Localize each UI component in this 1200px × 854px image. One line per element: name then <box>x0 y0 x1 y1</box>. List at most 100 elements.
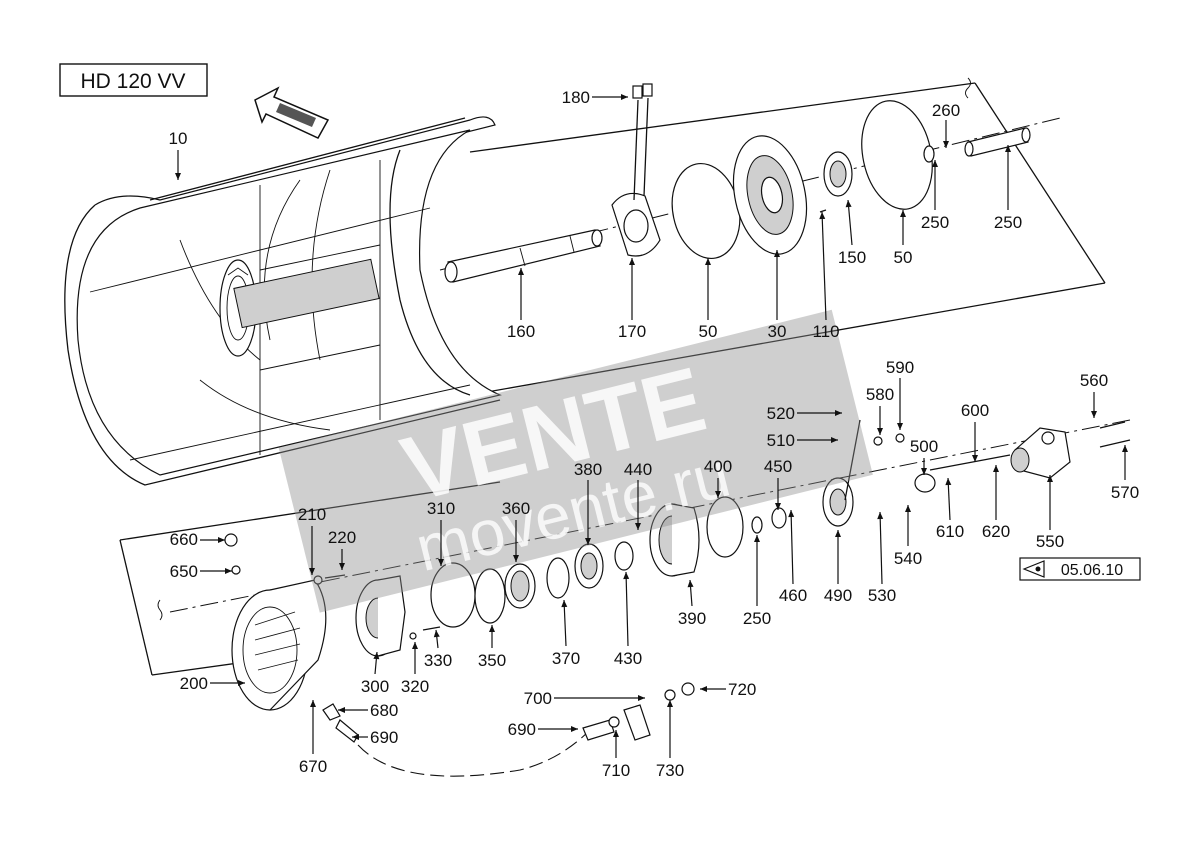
part-number-label: 200 <box>180 674 208 693</box>
leader-arrowhead <box>225 568 232 574</box>
part-number-label: 550 <box>1036 532 1064 551</box>
date-label: 05.06.10 <box>1061 562 1123 579</box>
part-number-label: 730 <box>656 761 684 780</box>
leader-arrowhead <box>667 700 673 707</box>
part-number-label: 700 <box>524 689 552 708</box>
leader-arrowhead <box>373 652 380 660</box>
leader-arrowhead <box>943 141 949 148</box>
bolt-560 <box>1099 421 1126 429</box>
part-number-label: 660 <box>170 530 198 549</box>
part-number-label: 570 <box>1111 483 1139 502</box>
leader-arrowhead <box>635 523 641 530</box>
bolts-180 <box>632 83 653 201</box>
leader-arrowhead <box>310 700 316 707</box>
part-number-label: 680 <box>370 701 398 720</box>
part-number-label: 250 <box>994 213 1022 232</box>
ring-370 <box>546 557 570 599</box>
leader-line <box>947 477 951 521</box>
part-number-label: 690 <box>370 728 398 747</box>
part-number-label: 50 <box>699 322 718 341</box>
leader-arrowhead <box>877 428 883 435</box>
leader-arrowhead <box>897 423 903 430</box>
leader-line <box>563 599 567 647</box>
part-number-label: 460 <box>779 586 807 605</box>
leader-arrowhead <box>831 437 838 443</box>
leader-arrowhead <box>932 160 938 167</box>
leader-arrowhead <box>921 468 927 475</box>
leader-arrowhead <box>518 268 524 275</box>
leader-arrowhead <box>945 478 952 486</box>
leader-arrowhead <box>1091 411 1097 418</box>
model-title-box: HD 120 VV <box>59 63 208 97</box>
part-number-label: 690 <box>508 720 536 739</box>
date-flag-icon <box>1022 560 1045 578</box>
part-number-label: 540 <box>894 549 922 568</box>
washer-430 <box>614 541 634 571</box>
part-number-label: 180 <box>562 88 590 107</box>
leader-arrowhead <box>700 686 707 692</box>
flange-housing-200 <box>231 579 327 711</box>
part-number-label: 610 <box>936 522 964 541</box>
part-number-label: 490 <box>824 586 852 605</box>
coupling-450 <box>771 507 787 529</box>
model-title: HD 120 VV <box>80 70 185 93</box>
leader-arrowhead <box>1122 445 1128 452</box>
leader-arrowhead <box>993 465 999 472</box>
part-number-label: 530 <box>868 586 896 605</box>
part-number-label: 250 <box>921 213 949 232</box>
part-number-label: 350 <box>478 651 506 670</box>
leader-arrowhead <box>1005 145 1011 152</box>
leader-arrowhead <box>218 537 225 543</box>
leader-arrowhead <box>775 503 781 510</box>
oring-400 <box>706 496 744 558</box>
housing-390 <box>649 503 700 577</box>
leader-arrowhead <box>585 538 591 545</box>
part-number-label: 10 <box>169 129 188 148</box>
part-number-label: 670 <box>299 757 327 776</box>
leader-line <box>879 511 883 585</box>
leader-arrowhead <box>433 630 440 638</box>
part-number-label: 30 <box>768 322 787 341</box>
shaft-160 <box>444 229 603 283</box>
leader-arrowhead <box>835 530 841 537</box>
leader-arrowhead <box>788 510 795 518</box>
leader-line <box>847 199 853 246</box>
leader-arrowhead <box>412 642 418 649</box>
part-number-label: 220 <box>328 528 356 547</box>
part-number-label: 150 <box>838 248 866 267</box>
bolt-220 <box>324 574 346 579</box>
leader-line <box>790 509 794 585</box>
leader-arrowhead <box>819 212 826 220</box>
leader-arrowhead <box>338 707 345 713</box>
part-number-label: 450 <box>764 457 792 476</box>
leader-arrowhead <box>339 563 345 570</box>
bolt-330 <box>422 626 441 631</box>
leader-arrowhead <box>705 258 711 265</box>
part-number-label: 560 <box>1080 371 1108 390</box>
leader-line <box>821 211 827 321</box>
part-number-label: 330 <box>424 651 452 670</box>
leader-arrowhead <box>629 258 635 265</box>
oring-500 <box>914 473 936 493</box>
leader-arrowhead <box>905 505 911 512</box>
clamp-170 <box>611 192 661 257</box>
part-number-label: 260 <box>932 101 960 120</box>
part-number-label: 50 <box>894 248 913 267</box>
adapter-490 <box>822 477 854 527</box>
part-number-label: 320 <box>401 677 429 696</box>
leader-arrowhead <box>638 695 645 701</box>
leader-arrowhead <box>972 455 978 462</box>
fittings-680-690 <box>322 682 695 777</box>
drum-housing <box>64 116 502 486</box>
part-number-label: 520 <box>767 404 795 423</box>
part-number-label: 580 <box>866 385 894 404</box>
bearing-housing-30 <box>732 135 808 255</box>
leader-arrowhead <box>835 410 842 416</box>
washer-320 <box>409 632 417 640</box>
rod-520 <box>844 419 861 501</box>
leader-arrowhead <box>438 559 444 566</box>
part-number-label: 310 <box>427 499 455 518</box>
part-number-label: 590 <box>886 358 914 377</box>
